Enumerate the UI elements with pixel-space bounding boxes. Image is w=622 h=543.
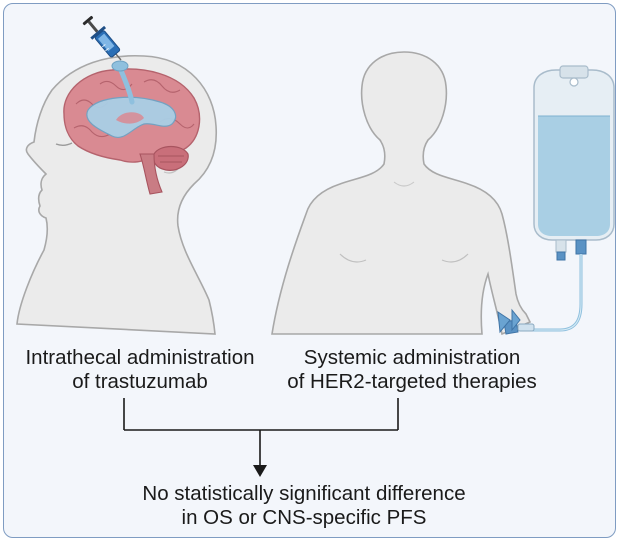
torso-icon [271,51,532,336]
arrow-head [253,465,267,477]
connector-lines [123,398,399,466]
iv-bag-icon [532,65,615,332]
conclusion-label: No statistically significant difference … [142,482,466,529]
figure-panel: Intrathecal administration of trastuzuma… [3,3,616,538]
iv-catheter-icon [497,308,535,335]
systemic-label: Systemic administration of HER2-targeted… [287,346,537,393]
syringe-icon [82,15,122,61]
illustration [16,15,615,477]
intrathecal-label: Intrathecal administration of trastuzuma… [25,346,255,393]
brain-icon [63,60,201,195]
